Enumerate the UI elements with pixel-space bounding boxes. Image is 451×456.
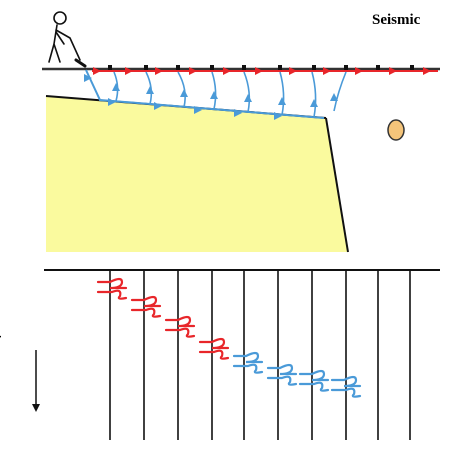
reflected-ray <box>311 71 317 118</box>
reflected-rays <box>84 71 347 120</box>
reflected-ray <box>177 71 186 108</box>
incident-ray-arrowhead <box>194 106 202 114</box>
direct-wave-arrowhead <box>323 67 331 75</box>
direct-wave-arrows <box>93 67 431 75</box>
geophone-icon <box>344 65 348 70</box>
reflected-arrival-wavelet <box>330 375 362 398</box>
geophone-icon <box>242 65 246 70</box>
reflected-ray-arrowhead <box>210 91 218 99</box>
direct-wave-arrowhead <box>255 67 263 75</box>
time-arrow-head <box>32 404 40 412</box>
reflected-ray-arrowhead <box>278 97 286 105</box>
geophone-icon <box>376 65 380 70</box>
buried-object-icon <box>387 119 405 141</box>
direct-wave-arrowhead <box>189 67 197 75</box>
reflected-ray-arrowhead <box>146 86 154 94</box>
incident-ray-arrowhead <box>234 109 242 117</box>
geophone-icon <box>278 65 282 70</box>
seismic-traces <box>109 270 411 440</box>
geophone-icon <box>312 65 316 70</box>
reflected-ray <box>333 71 347 112</box>
subsurface-layer <box>46 96 348 252</box>
reflected-ray-arrowhead <box>244 94 252 102</box>
person-with-hammer-icon <box>48 11 87 68</box>
incident-ray-arrowhead <box>154 102 162 110</box>
geophone-icon <box>210 65 214 70</box>
direct-wave-arrowhead <box>389 67 397 75</box>
arrival-wavelets <box>96 277 362 398</box>
reflected-arrival-wavelet <box>266 363 298 386</box>
reflected-ray-arrowhead <box>180 89 188 97</box>
direct-arrival-wavelet <box>198 337 230 360</box>
incident-ray-arrowhead <box>108 98 116 106</box>
reflected-ray <box>243 71 251 113</box>
direct-arrival-wavelet <box>96 277 128 300</box>
direct-wave-arrowhead <box>355 67 363 75</box>
direct-wave-arrowhead <box>423 67 431 75</box>
geophone-icon <box>108 65 112 70</box>
time-axis-label: time <box>0 330 4 363</box>
direct-wave-arrowhead <box>289 67 297 75</box>
direct-wave-arrowhead <box>125 67 133 75</box>
geophone-icon <box>410 65 414 70</box>
reflected-wave-path <box>85 69 325 119</box>
reflected-ray <box>211 71 217 110</box>
geophone-icon <box>144 65 148 70</box>
layer-right-edge <box>325 117 349 253</box>
direct-wave-arrowhead <box>155 67 163 75</box>
direct-arrival-wavelet <box>164 315 196 338</box>
diagram-title: Seismic <box>372 12 421 28</box>
geophone-icon <box>176 65 180 70</box>
reflected-ray <box>279 71 285 116</box>
direct-wave-arrowhead <box>93 67 101 75</box>
reflected-ray-arrowhead <box>310 99 318 107</box>
reflected-ray-arrowhead <box>330 93 338 101</box>
geophone-array <box>108 65 414 70</box>
direct-arrival-wavelet <box>130 295 162 318</box>
reflected-arrival-wavelet <box>298 369 330 392</box>
reflected-arrival-wavelet <box>232 351 264 374</box>
incident-ray-arrowhead <box>274 112 282 120</box>
direct-wave-arrowhead <box>223 67 231 75</box>
reflected-ray-arrowhead <box>112 83 120 91</box>
incident-ray-arrowhead <box>84 74 92 82</box>
